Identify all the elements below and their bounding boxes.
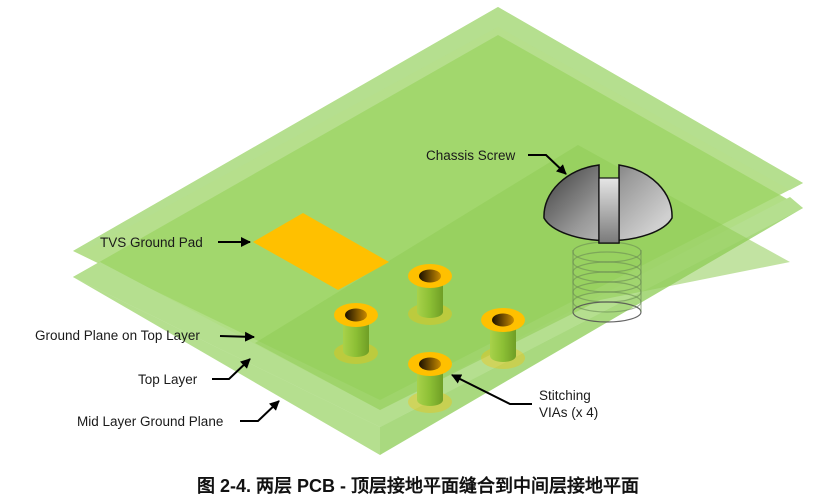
top-layer-arrow <box>212 358 251 380</box>
stitching-via <box>408 264 452 325</box>
tvs-ground-pad <box>253 213 389 290</box>
chassis-screw <box>543 164 673 244</box>
mid-layer-left-rim <box>73 262 380 427</box>
stitching-vias <box>334 264 525 413</box>
via-hole <box>419 269 441 283</box>
label-stitching-vias-2: VIAs (x 4) <box>539 405 598 420</box>
leader-lines <box>212 154 567 422</box>
ground-plane-arrow <box>219 331 255 342</box>
top-layer-sheet <box>73 7 803 400</box>
label-stitching-vias-1: Stitching <box>539 388 591 403</box>
label-mid-layer-ground: Mid Layer Ground Plane <box>77 414 223 429</box>
via-hole <box>419 357 441 371</box>
via-hole <box>345 308 367 322</box>
stitching-via <box>334 303 378 364</box>
stitching-via <box>408 352 452 413</box>
mid-layer-front-left <box>73 277 380 455</box>
label-ground-plane-top: Ground Plane on Top Layer <box>35 328 200 343</box>
label-tvs-ground-pad: TVS Ground Pad <box>100 235 203 250</box>
chassis-screw-arrow <box>528 154 567 175</box>
top-layer-rim <box>73 7 803 251</box>
vias-arrow <box>451 374 532 405</box>
mid-layer-arrow <box>240 400 280 422</box>
screw-thread <box>572 241 642 323</box>
label-top-layer: Top Layer <box>138 372 198 387</box>
via-hole <box>492 313 514 327</box>
figure-caption: 图 2-4. 两层 PCB - 顶层接地平面缝合到中间层接地平面 <box>196 476 640 496</box>
stitching-via <box>481 308 525 369</box>
screw-slot <box>598 177 620 244</box>
label-chassis-screw: Chassis Screw <box>426 148 516 163</box>
